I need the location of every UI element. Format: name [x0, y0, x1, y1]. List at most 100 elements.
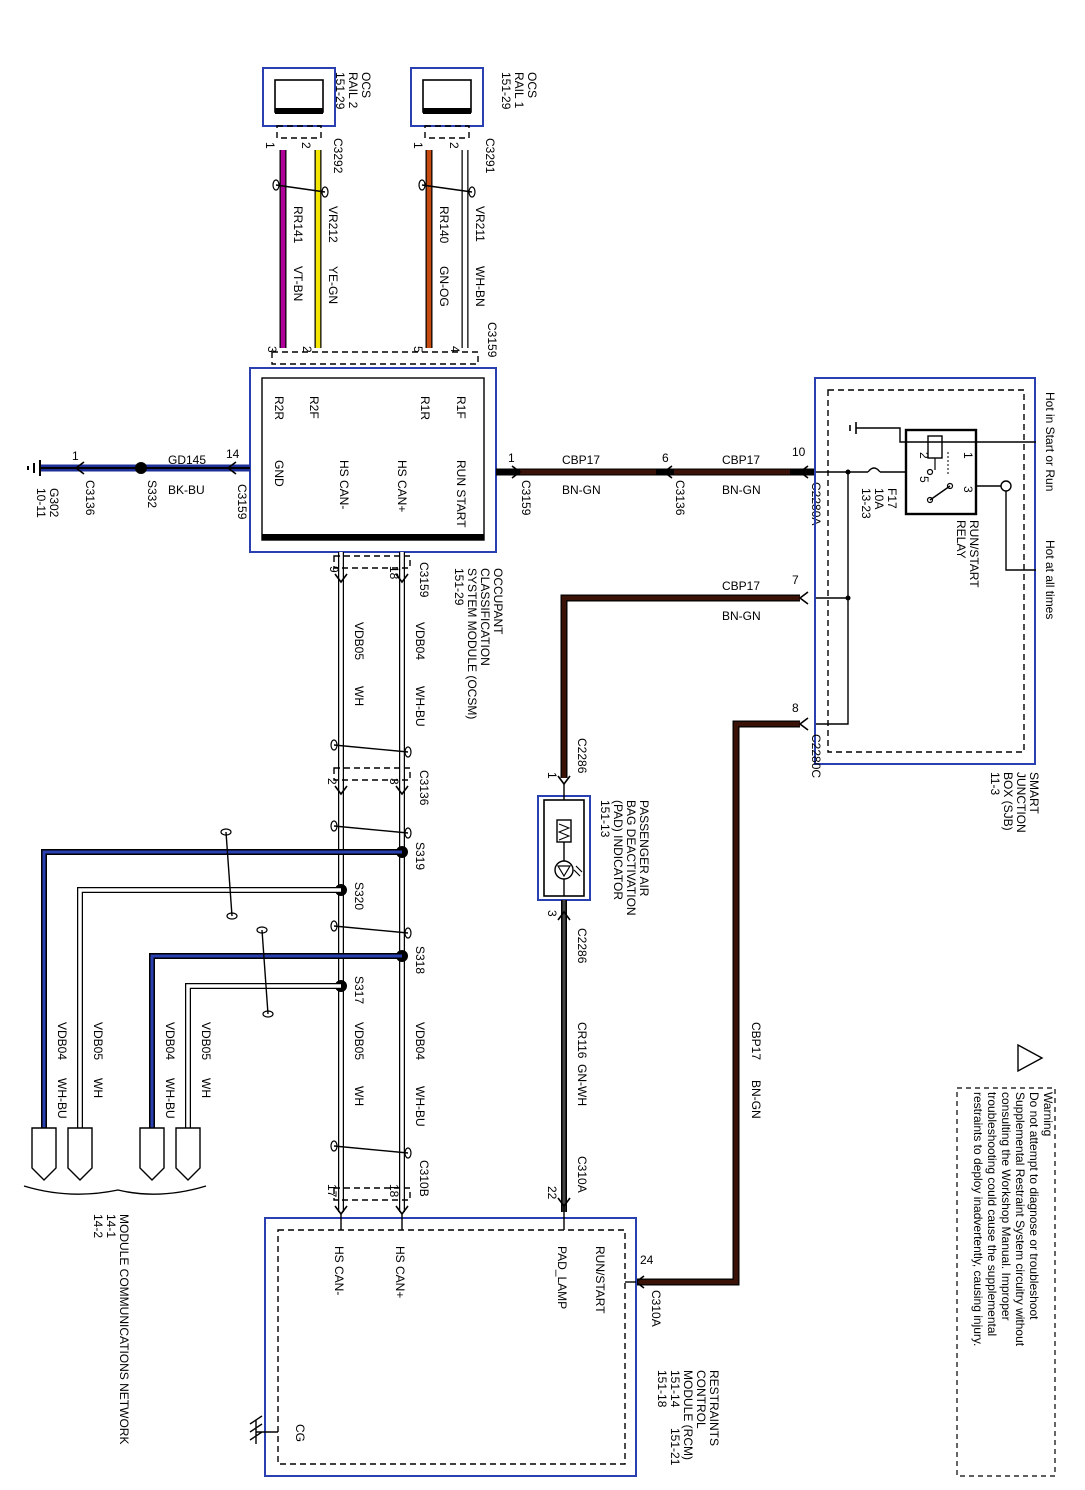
svg-text:VDB04: VDB04: [163, 1022, 177, 1060]
svg-text:C3159: C3159: [235, 484, 249, 520]
svg-text:18: 18: [387, 566, 401, 580]
svg-text:14-2: 14-2: [91, 1214, 105, 1238]
svg-text:VDB04: VDB04: [413, 1022, 427, 1060]
cr116-circuit: 3 C2286 CR116 GN-WH C310A 22: [545, 900, 589, 1212]
warning-icon: [1017, 1043, 1044, 1073]
svg-text:4: 4: [448, 346, 462, 353]
svg-text:S317: S317: [352, 976, 366, 1004]
connector-label: C3291: [483, 138, 497, 174]
warning-title: Warning: [1041, 1092, 1055, 1136]
svg-text:C310B: C310B: [417, 1160, 431, 1197]
svg-text:1: 1: [411, 142, 425, 149]
svg-text:CR116: CR116: [575, 1022, 589, 1059]
svg-text:HS CAN+: HS CAN+: [395, 460, 409, 512]
svg-text:BOX (SJB): BOX (SJB): [1001, 772, 1015, 831]
svg-text:VT-BN: VT-BN: [291, 266, 305, 301]
svg-text:RR140: RR140: [437, 206, 451, 244]
svg-text:151-14: 151-14: [668, 1370, 682, 1408]
svg-text:VDB05: VDB05: [199, 1022, 213, 1060]
svg-text:C3136: C3136: [417, 770, 431, 806]
svg-text:BAG DEACTIVATION: BAG DEACTIVATION: [624, 800, 638, 916]
svg-text:2: 2: [300, 346, 314, 353]
svg-text:SYSTEM MODULE (OCSM): SYSTEM MODULE (OCSM): [465, 568, 479, 719]
svg-text:VDB04: VDB04: [413, 622, 427, 660]
svg-text:OCCUPANT: OCCUPANT: [491, 568, 505, 635]
svg-text:24: 24: [640, 1253, 654, 1267]
svg-text:CBP17: CBP17: [722, 453, 760, 467]
svg-text:14: 14: [226, 447, 240, 461]
cbp17-rcm-circuit: 8 C2280C CBP17 BN-GN 24 C310A: [634, 701, 823, 1327]
svg-text:GD145: GD145: [168, 453, 206, 467]
svg-text:1: 1: [545, 772, 559, 779]
svg-text:BN-GN: BN-GN: [722, 483, 761, 497]
svg-text:HS CAN-: HS CAN-: [332, 1246, 346, 1295]
run-start-circuit: 1 C3159 CBP17 BN-GN 6 C3136 CBP17 BN-GN …: [496, 445, 840, 525]
connector-label: C3292: [331, 138, 345, 174]
connector-label: C3159: [485, 322, 499, 358]
svg-text:MODULE (RCM): MODULE (RCM): [681, 1370, 695, 1460]
svg-text:GND: GND: [272, 460, 286, 487]
svg-text:CBP17: CBP17: [562, 453, 600, 467]
svg-text:HS CAN+: HS CAN+: [393, 1246, 407, 1298]
svg-text:13-23: 13-23: [859, 488, 873, 519]
cbp17-pad-circuit: CBP17 BN-GN 7 C2286 1: [545, 573, 809, 786]
smart-junction-box: 1 2 3 5 RUN/START RELAY F17 10A 13-23 Ho…: [814, 377, 1057, 833]
svg-text:VDB05: VDB05: [352, 622, 366, 660]
svg-text:C2286: C2286: [575, 928, 589, 964]
svg-text:2: 2: [299, 142, 313, 149]
network-branches: VDB04 WH-BU VDB05 WH VDB04 WH-BU VDB05 W…: [23, 828, 402, 1444]
svg-text:1: 1: [508, 451, 515, 465]
svg-text:VR211: VR211: [473, 206, 487, 242]
chassis-ground-icon: [249, 1415, 278, 1444]
svg-text:151-29: 151-29: [452, 568, 466, 606]
ocs-rail-2: OCS RAIL 2 151-29: [262, 67, 373, 139]
network-connector-icon: [139, 1127, 165, 1181]
splice-s332: [135, 462, 147, 474]
wire-cbp17-c: [560, 594, 800, 778]
svg-text:F17: F17: [885, 488, 899, 509]
svg-text:WH-BN: WH-BN: [473, 266, 487, 307]
wire-cbp17-d: [636, 720, 800, 1286]
network-brace: [23, 1185, 207, 1195]
svg-text:S332: S332: [145, 480, 159, 508]
svg-text:1: 1: [961, 452, 975, 459]
svg-text:10: 10: [792, 445, 806, 459]
svg-text:14-1: 14-1: [104, 1214, 118, 1238]
svg-text:MODULE COMMUNICATIONS NETWORK: MODULE COMMUNICATIONS NETWORK: [117, 1214, 131, 1444]
svg-text:3: 3: [961, 486, 975, 493]
relay-switch-icon: [929, 485, 951, 501]
warning-note: Warning Do not attempt to diagnose or tr…: [956, 1043, 1056, 1477]
warning-line: restraints to deploy inadvertently, caus…: [971, 1092, 985, 1346]
svg-text:C3136: C3136: [673, 480, 687, 516]
svg-text:Hot at all times: Hot at all times: [1043, 540, 1057, 619]
svg-text:Hot in Start or Run: Hot in Start or Run: [1043, 392, 1057, 491]
svg-text:BN-GN: BN-GN: [562, 483, 601, 497]
svg-text:HS CAN-: HS CAN-: [337, 460, 351, 509]
svg-text:PASSENGER AIR: PASSENGER AIR: [637, 800, 651, 897]
ocsm-module: R2R R2F R1R R1F GND HS CAN- HS CAN+ RUN …: [249, 367, 497, 553]
svg-text:11-3: 11-3: [988, 772, 1002, 795]
svg-text:RR141: RR141: [291, 206, 305, 244]
restraints-control-module: HS CAN- HS CAN+ PAD_LAMP RUN/START CG RE…: [249, 1206, 721, 1477]
svg-text:CBP17: CBP17: [749, 1022, 763, 1060]
svg-text:RAIL 1: RAIL 1: [512, 72, 526, 109]
network-connector-icon: [175, 1127, 201, 1181]
svg-text:S319: S319: [413, 842, 427, 870]
network-connector-icon: [31, 1127, 57, 1181]
svg-text:(PAD) INDICATOR: (PAD) INDICATOR: [611, 800, 625, 900]
svg-text:WH-BU: WH-BU: [413, 1086, 427, 1127]
svg-text:9: 9: [327, 566, 341, 573]
svg-text:5: 5: [411, 346, 425, 353]
svg-text:3: 3: [265, 346, 279, 353]
svg-text:2: 2: [325, 778, 339, 785]
svg-text:C3159: C3159: [519, 480, 533, 516]
svg-text:RELAY: RELAY: [954, 520, 968, 558]
svg-text:BN-GN: BN-GN: [722, 609, 761, 623]
svg-text:RUN/START: RUN/START: [967, 520, 981, 588]
svg-text:6: 6: [662, 451, 669, 465]
svg-text:VDB05: VDB05: [352, 1022, 366, 1060]
svg-text:C3136: C3136: [83, 480, 97, 516]
svg-text:CLASSIFICATION: CLASSIFICATION: [478, 568, 492, 666]
svg-text:BK-BU: BK-BU: [168, 483, 205, 497]
